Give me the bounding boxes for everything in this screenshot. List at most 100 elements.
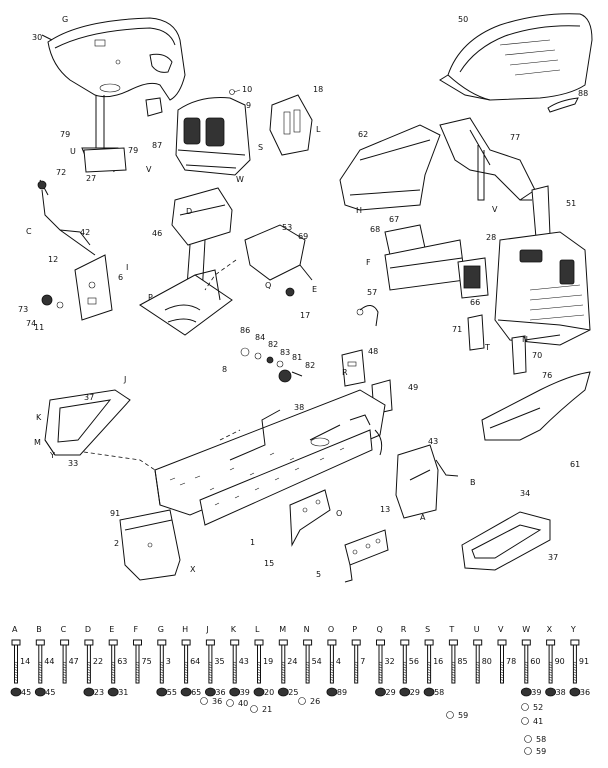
hardware-letter: H [182,625,188,634]
hardware-part-number: 35 [214,657,224,666]
hardware-part-number: 20 [264,688,274,697]
callout-48: 48 [368,347,378,356]
washer-icon [250,705,258,713]
letter-j: J [123,375,126,384]
bolt-shank-icon [305,644,310,684]
hardware-part-number: 38 [556,688,566,697]
part-62-side-panel [339,124,441,211]
bolt-shank-icon [427,644,432,684]
hardware-letter: V [498,625,504,634]
hardware-part-number: 31 [118,688,128,697]
bolt-head-icon [521,639,531,646]
bolt-shank-icon [38,644,43,684]
bolt-shank-icon [208,644,213,684]
hardware-part-number: 91 [579,657,589,666]
hardware-part-number: 25 [288,688,298,697]
bolt-shank-icon [500,644,504,684]
hardware-part-number: 40 [238,699,248,708]
bolt-head-icon [108,639,118,646]
callout-62: 62 [358,130,368,139]
bolt-shank-icon [135,644,140,684]
hardware-letter: R [401,625,407,634]
hardware-letter: K [231,625,237,634]
callout-49: 49 [408,383,418,392]
callout-71: 71 [452,325,462,334]
hardware-part-number: 43 [239,657,249,666]
part-34-footrest-right [461,511,551,571]
hardware-part-number: 90 [555,657,565,666]
callout-34: 34 [520,489,530,498]
hardware-item-u: U80 [473,625,492,684]
bolt-shank-icon [451,644,456,684]
nut-icon [326,687,338,697]
nut-icon [545,687,556,697]
bolt-head-icon [278,639,288,646]
nut-icon [34,687,46,697]
callout-57: 57 [367,288,377,297]
hardware-part-number: 89 [337,688,347,697]
letter-l: L [316,125,321,134]
callout-68: 68 [370,225,380,234]
hardware-letter: J [205,625,208,634]
letter-p: P [148,293,153,302]
hardware-letter: Y [570,625,576,634]
hardware-part-number: 60 [530,657,540,666]
hardware-part-number: 16 [433,657,443,666]
hardware-part-number: 58 [434,688,444,697]
hardware-part-number: 52 [533,703,543,712]
washer-icon [226,699,234,707]
letter-m: M [34,438,41,447]
bolt-head-icon [157,639,167,646]
bolt-shank-icon [184,644,189,684]
bolt-head-icon [424,639,434,646]
letter-h: H [356,206,362,215]
callout-42: 42 [80,228,90,237]
hardware-part-number: 45 [21,688,31,697]
nut-icon [83,687,95,697]
bolt-shank-icon [402,644,407,684]
bolt-shank-icon [475,644,480,684]
hardware-part-number: 22 [93,657,103,666]
nut-icon [277,687,289,697]
hardware-letter: B [36,625,42,634]
part-28-fender-deck [494,231,591,346]
callout-33: 33 [68,459,78,468]
part-15-drawbar [289,489,331,547]
hardware-part-number: 36 [215,688,225,697]
hardware-item-t: T85 [448,625,468,684]
hardware-item-v: V78 [497,625,516,684]
callout-77: 77 [510,133,520,142]
hardware-part-number: 44 [44,657,54,666]
hardware-letter: N [304,625,310,634]
callout-9: 9 [246,101,251,110]
hardware-letter: C [61,625,67,634]
hardware-letter: S [425,625,430,634]
callout-27: 27 [86,174,96,183]
hardware-letter: P [352,625,357,634]
washer-icon [524,735,532,743]
hardware-item-p: P7 [351,625,365,684]
part-67-68-bracket [384,224,466,291]
bolt-head-icon [351,639,361,646]
callout-15: 15 [264,559,274,568]
letter-g: G [62,15,68,24]
hardware-part-number: 75 [142,657,152,666]
part-1-frame [69,389,386,526]
hardware-part-number: 45 [45,688,55,697]
part-18-bracket [269,94,313,156]
hardware-letter: T [448,625,454,634]
letter-v: V [146,165,152,174]
callout-87: 87 [152,141,162,150]
letter-u: U [70,147,76,156]
part-9-grille [175,89,251,176]
washer-icon [524,747,532,755]
bolt-head-icon [230,639,240,646]
nut-icon [204,687,216,697]
